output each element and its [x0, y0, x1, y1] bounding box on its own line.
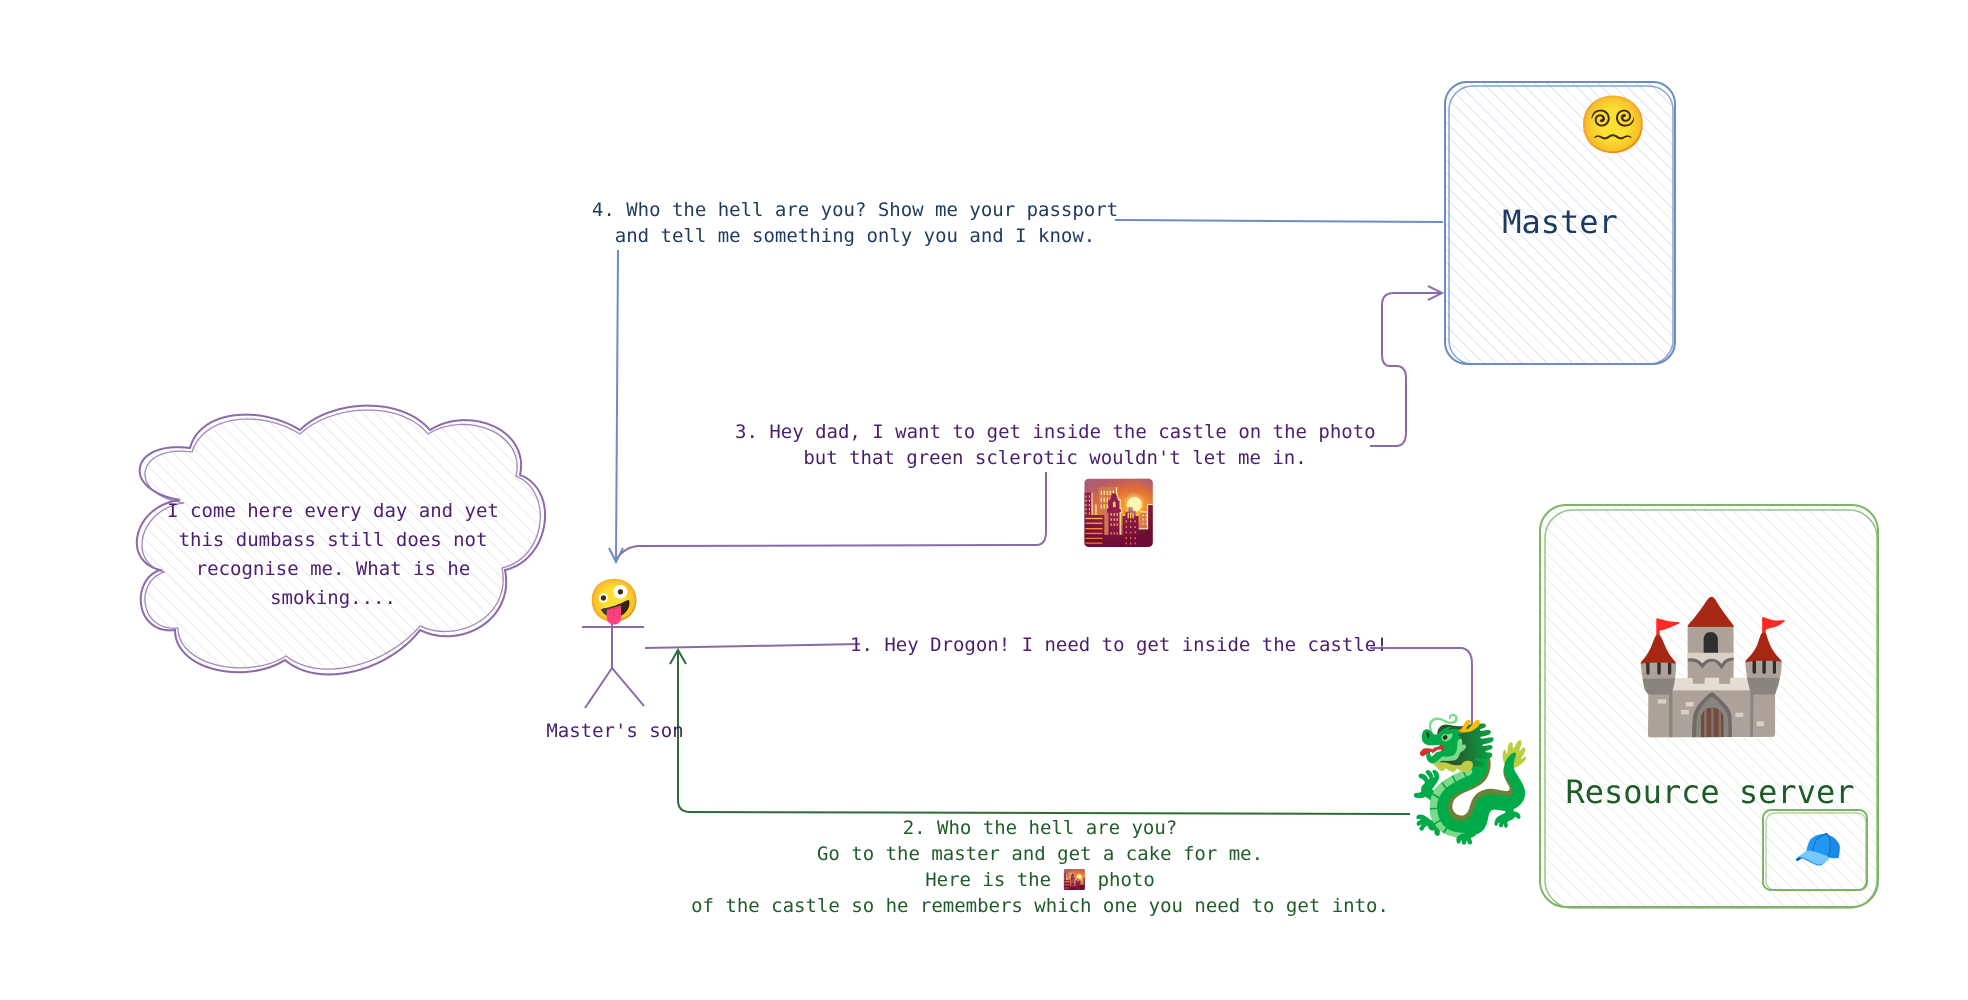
step2-here-text: Here is the — [925, 869, 1052, 891]
masters-son-figure — [582, 620, 645, 709]
thought-bubble-cloud — [135, 404, 546, 676]
edge-step2 — [669, 647, 1411, 815]
step1-label: 1. Hey Drogon! I need to get inside the … — [850, 634, 1388, 656]
cap-icon: 🧢 — [1793, 827, 1843, 873]
resource-server-box — [1539, 504, 1879, 909]
sunset-city-inline-icon: 🌇 — [1062, 869, 1087, 891]
step2-line: Go to the master and get a cake for me. — [816, 843, 1264, 865]
master-label: Master — [1502, 203, 1618, 241]
step2-line: of the castle so he remembers which one … — [691, 895, 1389, 917]
step4-label: 4. Who the hell are you? Show me your pa… — [590, 197, 1120, 249]
master-box — [1444, 81, 1676, 365]
edge-step4 — [608, 219, 1444, 565]
step3-line: but that green sclerotic wouldn't let me… — [803, 447, 1307, 469]
step4-line: 4. Who the hell are you? Show me your pa… — [591, 199, 1119, 221]
step2-line: Here is the 🌇 photo — [690, 867, 1390, 893]
step3-label: 3. Hey dad, I want to get inside the cas… — [735, 419, 1376, 471]
edge-step3 — [615, 285, 1445, 561]
thought-line: I come here every day and yet — [167, 500, 499, 522]
zany-face-icon: 🤪 — [588, 576, 641, 625]
thought-line: recognise me. What is he — [195, 558, 471, 580]
sunset-city-photo-icon: 🌇 — [1080, 476, 1158, 549]
thought-line: smoking.... — [270, 587, 396, 609]
step2-line: 2. Who the hell are you? — [902, 817, 1178, 839]
step4-line: and tell me something only you and I kno… — [614, 225, 1096, 247]
thought-line: this dumbass still does not — [178, 529, 488, 551]
step2-photo-text: photo — [1097, 869, 1155, 891]
step2-label: 2. Who the hell are you? Go to the maste… — [690, 815, 1390, 919]
resource-server-label: Resource server — [1565, 773, 1855, 811]
dizzy-face-icon: 😵‍💫 — [1578, 93, 1648, 158]
castle-icon: 🏰 — [1630, 589, 1792, 741]
masters-son-label: Master's son — [546, 720, 684, 742]
thought-bubble-text: I come here every day and yet this dumba… — [148, 497, 518, 613]
dragon-icon: 🐉 — [1395, 710, 1545, 849]
step3-line: 3. Hey dad, I want to get inside the cas… — [735, 421, 1376, 443]
edge-step1 — [644, 643, 1473, 738]
